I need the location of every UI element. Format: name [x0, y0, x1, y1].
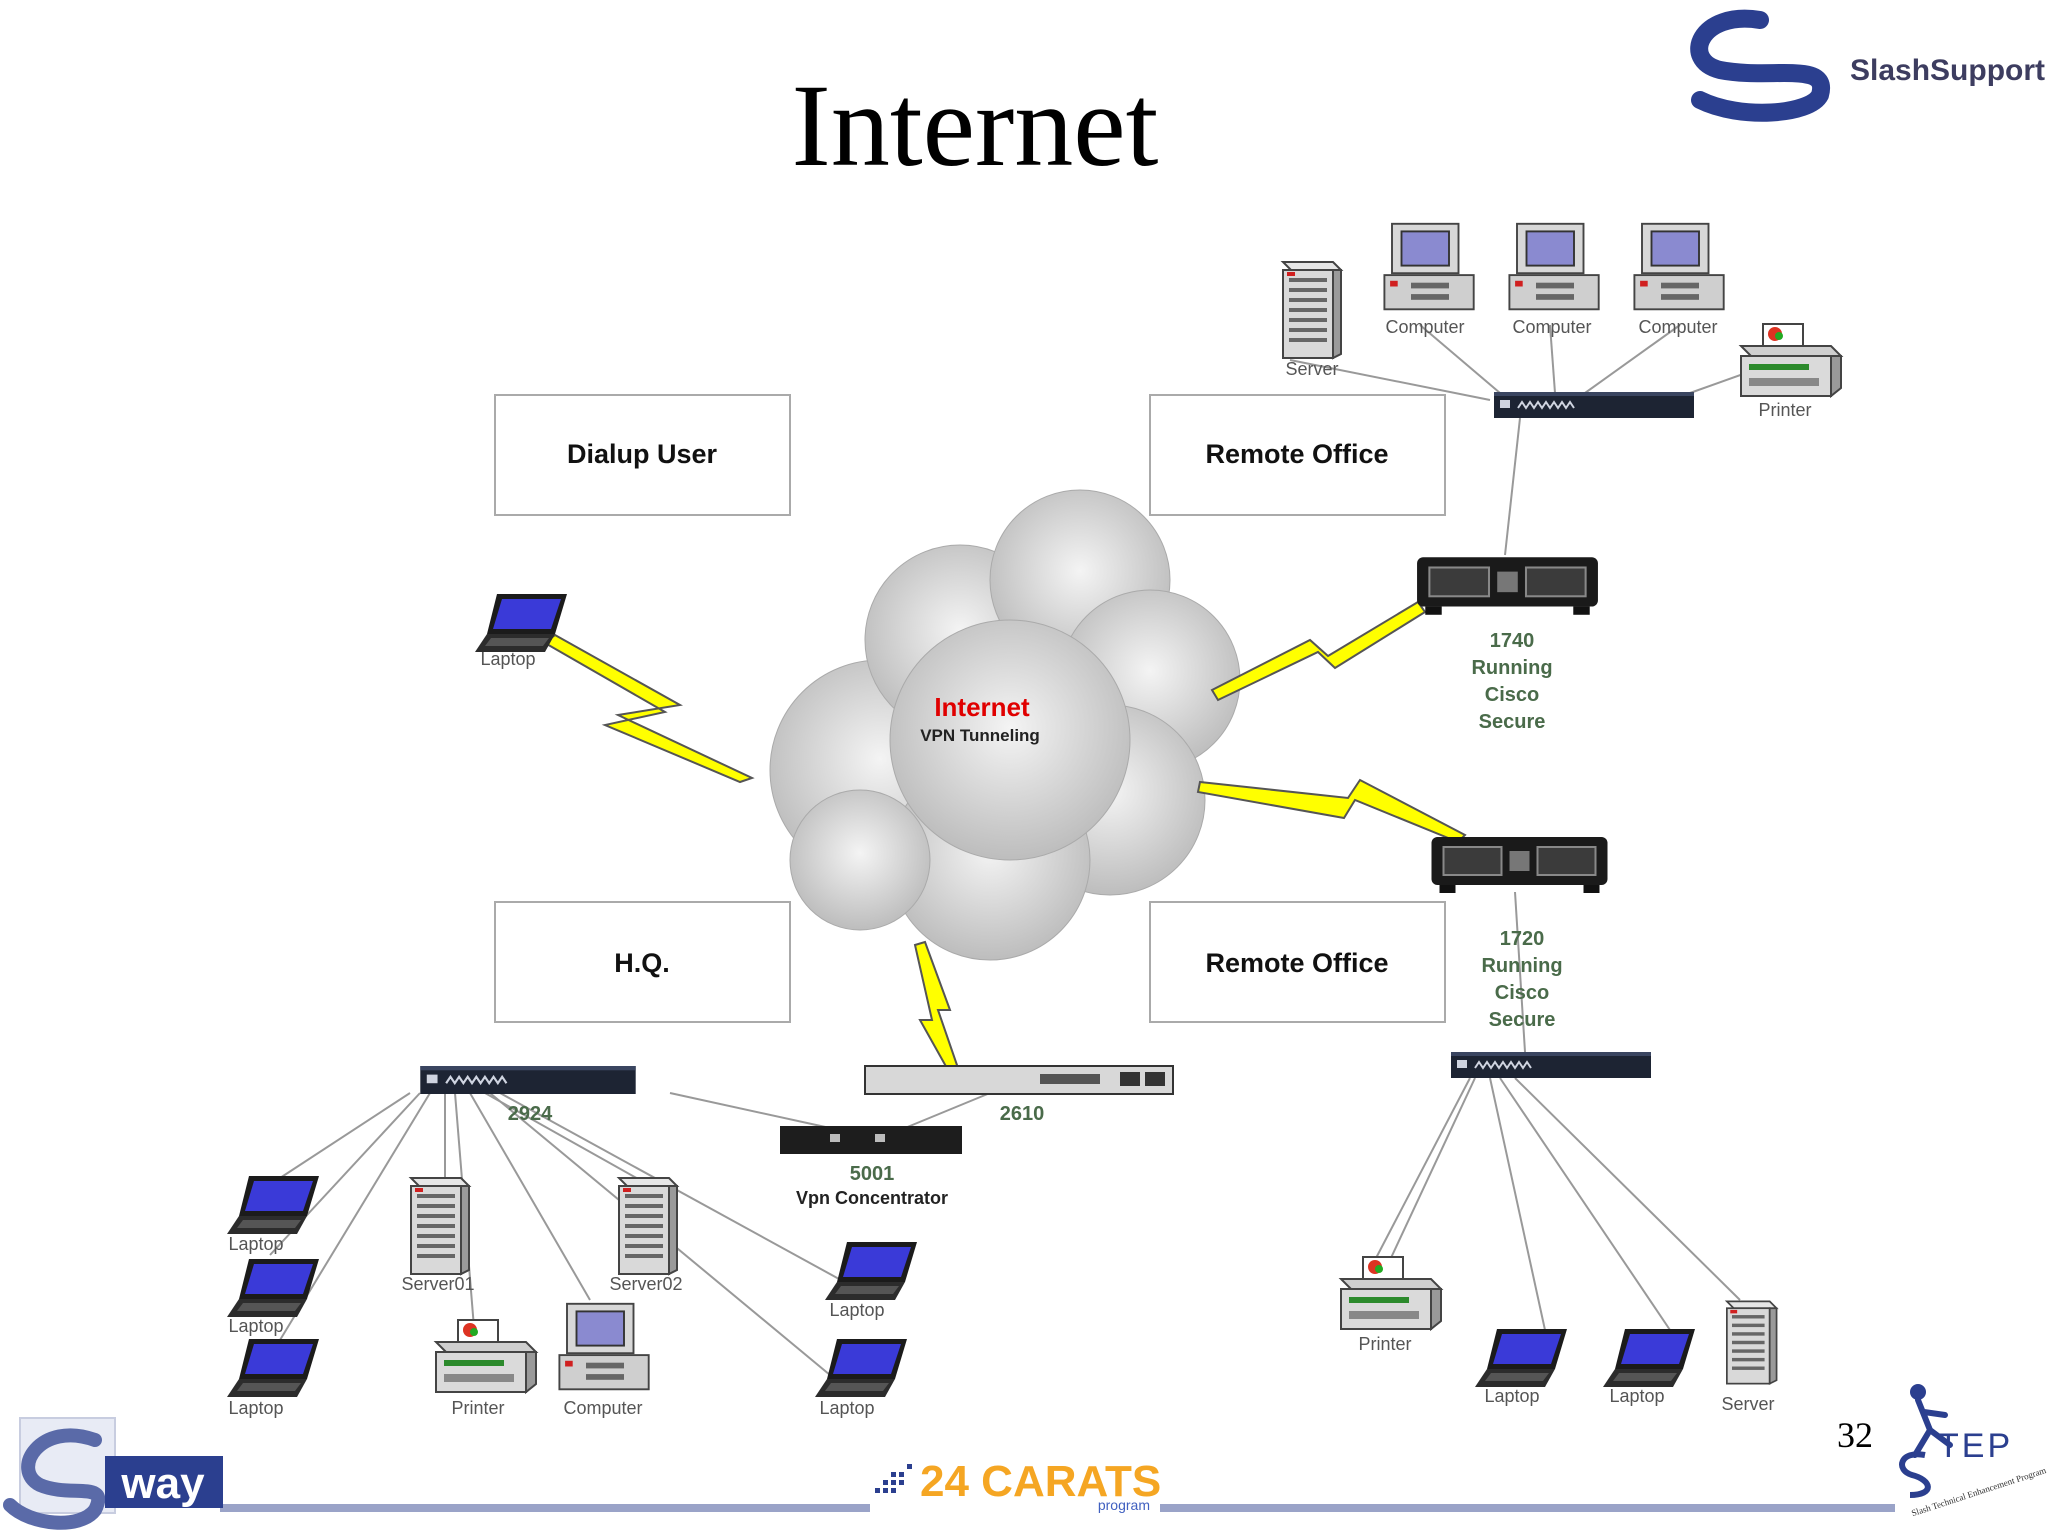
router-1740-model: 1740: [1490, 630, 1535, 652]
server02-label: Server02: [609, 1274, 682, 1294]
24-carats-logo: 24 CARATS program: [875, 1457, 1161, 1513]
internet-cloud: [769, 489, 1241, 961]
slashsupport-logo: SlashSupport: [1690, 9, 2045, 122]
footer-line-left: [220, 1504, 870, 1512]
laptop-icon: [227, 1339, 319, 1397]
remote-office-bottom-box: [1149, 901, 1446, 1023]
laptop-label: Laptop: [228, 1234, 283, 1254]
step-logo: TEP Slash Technical Enhancement Program: [1899, 1384, 2047, 1518]
computer-label: Computer: [563, 1398, 642, 1418]
bolt-1720: [1196, 778, 1467, 844]
computer-icon: [1633, 222, 1725, 311]
router-1720-model: 1720: [1500, 928, 1545, 950]
cloud-subtitle: VPN Tunneling: [920, 726, 1040, 745]
laptop-icon: [227, 1259, 319, 1317]
router-2610-icon: [864, 1065, 1174, 1095]
footer-line-right: [1160, 1504, 1895, 1512]
bolt-dialup: [543, 633, 755, 784]
laptop-label: Laptop: [1609, 1386, 1664, 1406]
sway-logo: way: [3, 1417, 223, 1530]
switch-icon: [1492, 392, 1696, 418]
laptop-label: Laptop: [829, 1300, 884, 1320]
printer-label: Printer: [1358, 1334, 1411, 1354]
computer-label: Computer: [1638, 317, 1717, 337]
page-number: 32: [1837, 1415, 1873, 1455]
vpn-concentrator-icon: [780, 1126, 962, 1154]
laptop-icon: [227, 1176, 319, 1234]
switch-2924-label: 2924: [508, 1103, 553, 1125]
printer-icon: [1740, 323, 1842, 397]
server-label: Server: [1285, 359, 1338, 379]
server-label: Server: [1721, 1394, 1774, 1414]
slashsupport-logo-text: SlashSupport: [1850, 54, 2045, 87]
slide-title: Internet: [792, 60, 1159, 191]
laptop-label: Laptop: [228, 1316, 283, 1336]
server02-icon: [617, 1176, 679, 1276]
sway-logo-text: way: [120, 1459, 205, 1508]
bolt-hq: [913, 940, 960, 1072]
printer-label: Printer: [1758, 400, 1811, 420]
laptop-label: Laptop: [1484, 1386, 1539, 1406]
server-icon: [1725, 1300, 1778, 1385]
step-logo-text: TEP: [1938, 1427, 2013, 1465]
computer-icon: [558, 1302, 650, 1391]
server-icon: [1282, 261, 1342, 359]
router-1720-line-2: Running: [1481, 955, 1562, 977]
computer-label: Computer: [1385, 317, 1464, 337]
switch-icon: [1449, 1052, 1653, 1078]
router-1720-line-3: Cisco: [1495, 982, 1549, 1004]
printer-icon: [435, 1319, 537, 1393]
laptop-label: Laptop: [480, 649, 535, 669]
dialup-user-label: Dialup User: [567, 439, 718, 469]
computer-label: Computer: [1512, 317, 1591, 337]
remote-office-top-box: [1149, 394, 1446, 516]
switch-2924-icon: [418, 1066, 638, 1094]
vpn-concentrator-name: Vpn Concentrator: [796, 1188, 948, 1208]
24-carats-logo-sub: program: [1098, 1497, 1150, 1513]
router-1720-line-4: Secure: [1489, 1009, 1556, 1031]
router-1740-icon: [1416, 556, 1599, 616]
printer-icon: [1340, 1256, 1442, 1330]
dialup-user-box: [494, 394, 791, 516]
remote-office-top-label: Remote Office: [1205, 439, 1388, 469]
lightning-bolts: [543, 600, 1467, 1072]
computer-icon: [1508, 222, 1600, 311]
laptop-icon: [815, 1339, 907, 1397]
bolt-1740: [1210, 600, 1427, 702]
laptop-icon: [1603, 1329, 1695, 1387]
server01-icon: [409, 1176, 471, 1276]
router-1740-label: 1740 Running Cisco Secure: [1471, 630, 1552, 733]
hq-label: H.Q.: [614, 948, 670, 978]
connection-lines: [269, 324, 1761, 1376]
server01-label: Server01: [401, 1274, 474, 1294]
vpn-concentrator-model: 5001: [850, 1163, 895, 1185]
router-2610-label: 2610: [1000, 1103, 1045, 1125]
router-1740-line-4: Secure: [1479, 711, 1546, 733]
step-logo-sub: Slash Technical Enhancement Program: [1910, 1465, 2047, 1518]
remote-office-bottom-label: Remote Office: [1205, 948, 1388, 978]
laptop-label: Laptop: [819, 1398, 874, 1418]
laptop-icon: [1475, 1329, 1567, 1387]
router-1740-line-3: Cisco: [1485, 684, 1539, 706]
24-carats-logo-title: 24 CARATS: [920, 1457, 1161, 1506]
router-1720-icon: [1430, 835, 1609, 895]
24-carats-logo-text: 24 CARATS: [920, 1457, 1161, 1506]
laptop-icon: [825, 1242, 917, 1300]
router-1740-line-2: Running: [1471, 657, 1552, 679]
hq-box: [494, 901, 791, 1023]
computer-icon: [1383, 222, 1475, 311]
router-1720-label: 1720 Running Cisco Secure: [1481, 928, 1562, 1031]
cloud-title: Internet: [934, 692, 1030, 722]
printer-label: Printer: [451, 1398, 504, 1418]
laptop-label: Laptop: [228, 1398, 283, 1418]
